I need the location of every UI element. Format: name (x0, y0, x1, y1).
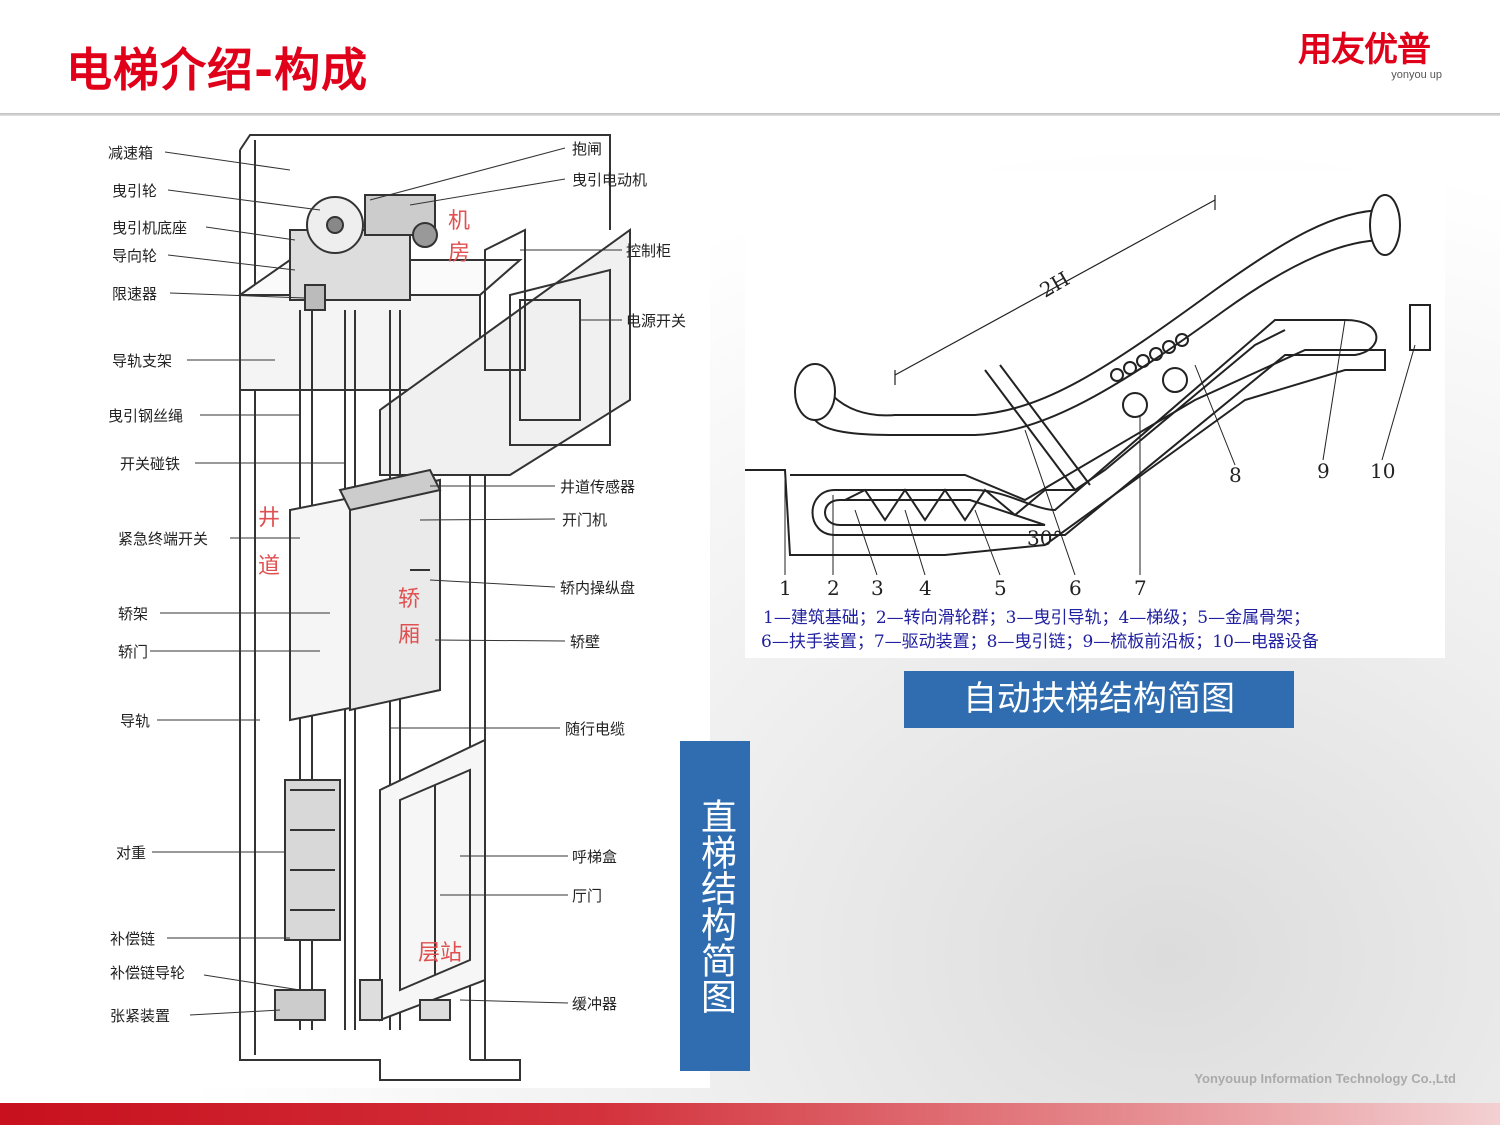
callout-3: 3 (871, 576, 884, 600)
label-shaft-sensor: 井道传感器 (560, 478, 635, 496)
label-tensioner: 张紧装置 (110, 1007, 170, 1025)
callout-2: 2 (827, 576, 840, 600)
label-travel-cable: 随行电缆 (565, 720, 625, 738)
label-power-switch: 电源开关 (626, 312, 686, 330)
callout-1: 1 (779, 576, 792, 600)
callout-8: 8 (1229, 463, 1242, 487)
label-car-door: 轿门 (118, 643, 148, 661)
label-reducer: 减速箱 (108, 144, 153, 162)
label-car-frame: 轿架 (118, 605, 148, 623)
legend-line-2: 6—扶手装置；7—驱动装置；8—曳引链；9—梳板前沿板；10—电器设备 (761, 632, 1319, 652)
slide-title: 电梯介绍-构成 (66, 43, 369, 97)
company-logo: 用友优普 yonyou up (1298, 32, 1448, 88)
callout-5: 5 (994, 576, 1007, 600)
zone-machine-room-2: 房 (448, 241, 470, 266)
callout-6: 6 (1069, 576, 1082, 600)
logo-english: yonyou up (1391, 69, 1442, 81)
elevator-caption: 直梯结构简图 (680, 741, 750, 1071)
label-counterweight: 对重 (116, 844, 146, 862)
callout-4: 4 (919, 576, 932, 600)
logo-chinese: 用友优普 (1298, 30, 1431, 70)
footer-company: Yonyouup Information Technology Co.,Ltd (1194, 1071, 1456, 1086)
dimension-2h: 2H (1036, 266, 1074, 302)
zone-hoistway-1: 井 (258, 506, 280, 531)
label-brake: 抱闸 (572, 140, 602, 158)
label-wire-rope: 曳引钢丝绳 (108, 407, 183, 425)
label-comp-chain: 补偿链 (110, 930, 155, 948)
label-door-operator: 开门机 (562, 511, 607, 529)
label-hall-call: 呼梯盒 (572, 848, 617, 866)
label-motor: 曳引电动机 (572, 171, 647, 189)
zone-machine-room-1: 机 (448, 209, 470, 234)
label-guide-rail: 导轨 (120, 712, 150, 730)
zone-car-2: 厢 (398, 623, 420, 648)
elevator-diagram: 减速箱 曳引轮 曳引机底座 导向轮 限速器 导轨支架 曳引钢丝绳 开关碰铁 紧急… (90, 130, 710, 1088)
label-cam: 开关碰铁 (120, 455, 180, 473)
label-traction-sheave: 曳引轮 (112, 182, 157, 200)
label-buffer: 缓冲器 (572, 995, 617, 1013)
label-car-panel: 轿内操纵盘 (560, 579, 635, 597)
zone-landing: 层站 (418, 941, 462, 966)
callout-7: 7 (1134, 576, 1147, 600)
zone-hoistway-2: 道 (258, 554, 280, 579)
elevator-drawing: 减速箱 曳引轮 曳引机底座 导向轮 限速器 导轨支架 曳引钢丝绳 开关碰铁 紧急… (108, 134, 686, 1081)
angle-30: 30° (1027, 526, 1062, 550)
label-machine-base: 曳引机底座 (112, 219, 187, 237)
callout-10: 10 (1370, 459, 1395, 483)
label-car-wall: 轿壁 (570, 633, 600, 651)
label-guide-sheave: 导向轮 (112, 247, 157, 265)
legend-line-1: 1—建筑基础；2—转向滑轮群；3—曳引导轨；4—梯级；5—金属骨架； (763, 608, 1310, 628)
escalator-drawing: 2H 30° 1 2 3 4 5 6 7 8 9 10 (745, 194, 1431, 652)
label-terminal-switch: 紧急终端开关 (118, 530, 208, 548)
escalator-caption: 自动扶梯结构简图 (904, 671, 1294, 728)
zone-car-1: 轿 (398, 587, 420, 612)
callout-9: 9 (1317, 459, 1330, 483)
label-control-cabinet: 控制柜 (626, 242, 671, 260)
label-landing-door: 厅门 (572, 887, 602, 905)
label-comp-sheave: 补偿链导轮 (110, 964, 185, 982)
label-rail-bracket: 导轨支架 (112, 352, 172, 370)
header-divider (0, 113, 1500, 116)
footer-bar (0, 1103, 1500, 1125)
label-governor: 限速器 (112, 285, 157, 303)
escalator-diagram: 2H 30° 1 2 3 4 5 6 7 8 9 10 (745, 170, 1445, 658)
